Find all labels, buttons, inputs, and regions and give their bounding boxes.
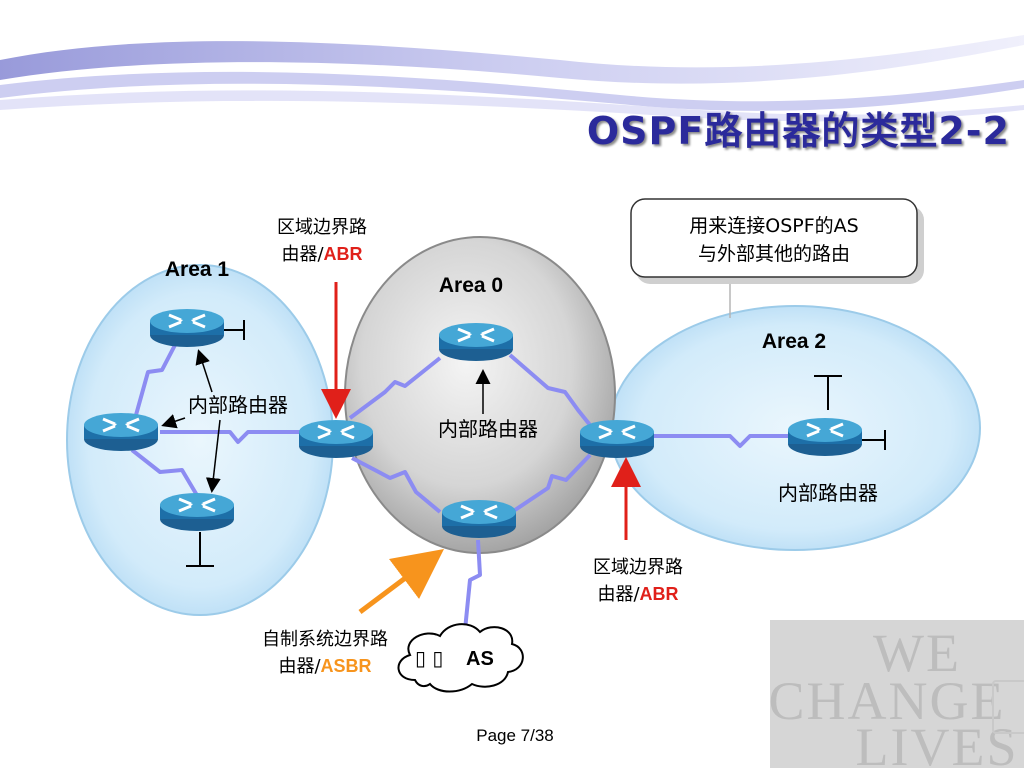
pointer-to-r3 <box>205 419 221 493</box>
abr1-label-prefix: 由器/ <box>281 244 324 265</box>
header-swoosh <box>0 35 1024 122</box>
page-number: Page 7/38 <box>476 726 554 745</box>
stub-r4-top <box>814 375 842 410</box>
asbr-label: 自制系统边界路 由器/ASBR <box>262 629 388 677</box>
link-c2-as <box>463 539 482 631</box>
callout-asbr-desc: 用来连接OSPF的AS 与外部其他的路由 <box>630 198 924 318</box>
slide-title: OSPF路由器的类型2-2 <box>586 109 1010 153</box>
link-abr2-r4 <box>654 434 790 448</box>
cloud-glyph: ▯ ▯ <box>415 646 443 670</box>
abr1-label-line1: 区域边界路 <box>277 217 367 238</box>
watermark-line2: CHANGE <box>770 671 1006 731</box>
link-abr1-c1 <box>348 356 442 420</box>
callout-line1: 用来连接OSPF的AS <box>689 215 858 237</box>
link-abr1-c2 <box>351 456 442 514</box>
abr2-label-accent: ABR <box>640 584 679 604</box>
link-c2-abr2 <box>513 453 592 512</box>
asbr-label-accent: ASBR <box>321 656 372 676</box>
cloud-label: AS <box>466 648 494 670</box>
stubs <box>186 320 886 567</box>
area2-label: Area 2 <box>762 330 826 353</box>
internal-router-label-area1: 内部路由器 <box>188 393 288 417</box>
router-abr1 <box>297 418 375 460</box>
stub-r3 <box>186 532 214 567</box>
svg-text:由器/ABR: 由器/ABR <box>281 244 362 265</box>
links <box>130 344 790 631</box>
link-r1-r2 <box>134 344 177 416</box>
link-c1-abr2 <box>508 353 592 427</box>
router-area1-left <box>82 411 160 453</box>
router-area1-top <box>148 307 226 349</box>
asbr-arrow <box>358 549 444 614</box>
link-r2-abr1 <box>160 430 300 444</box>
router-asbr <box>440 498 518 540</box>
watermark-line3: LIVES <box>855 717 1019 768</box>
abr2-label-line1: 区域边界路 <box>593 557 683 578</box>
internal-router-label-area2: 内部路由器 <box>778 481 878 505</box>
watermark-line1: WE <box>873 623 961 683</box>
abr2-label: 区域边界路 由器/ABR <box>593 557 683 605</box>
abr1-label-accent: ABR <box>324 244 363 264</box>
external-as-cloud: AS ▯ ▯ <box>397 623 524 693</box>
svg-text:由器/ASBR: 由器/ASBR <box>278 656 371 677</box>
link-r2-r3 <box>130 448 200 499</box>
callout-line2: 与外部其他的路由 <box>698 243 850 265</box>
area0-label: Area 0 <box>439 274 503 297</box>
stub-r4-right <box>860 430 886 450</box>
stub-r1 <box>222 320 245 340</box>
internal-router-label-area0: 内部路由器 <box>438 417 538 441</box>
pointer-to-r1 <box>195 349 213 393</box>
router-area0-top <box>437 321 515 363</box>
router-abr2 <box>578 418 656 460</box>
asbr-label-prefix: 由器/ <box>278 656 321 677</box>
asbr-label-line1: 自制系统边界路 <box>262 629 388 650</box>
router-area1-bottom <box>158 491 236 533</box>
svg-text:由器/ABR: 由器/ABR <box>597 584 678 605</box>
watermark-seal <box>992 680 1024 734</box>
router-area2 <box>786 416 864 458</box>
area1-label: Area 1 <box>165 258 230 281</box>
watermark-logo: WE CHANGE LIVES <box>770 620 1024 768</box>
abr1-label: 区域边界路 由器/ABR <box>277 217 367 265</box>
internal-pointers <box>161 349 491 493</box>
abr2-label-prefix: 由器/ <box>597 584 640 605</box>
pointer-to-r2 <box>161 414 186 429</box>
